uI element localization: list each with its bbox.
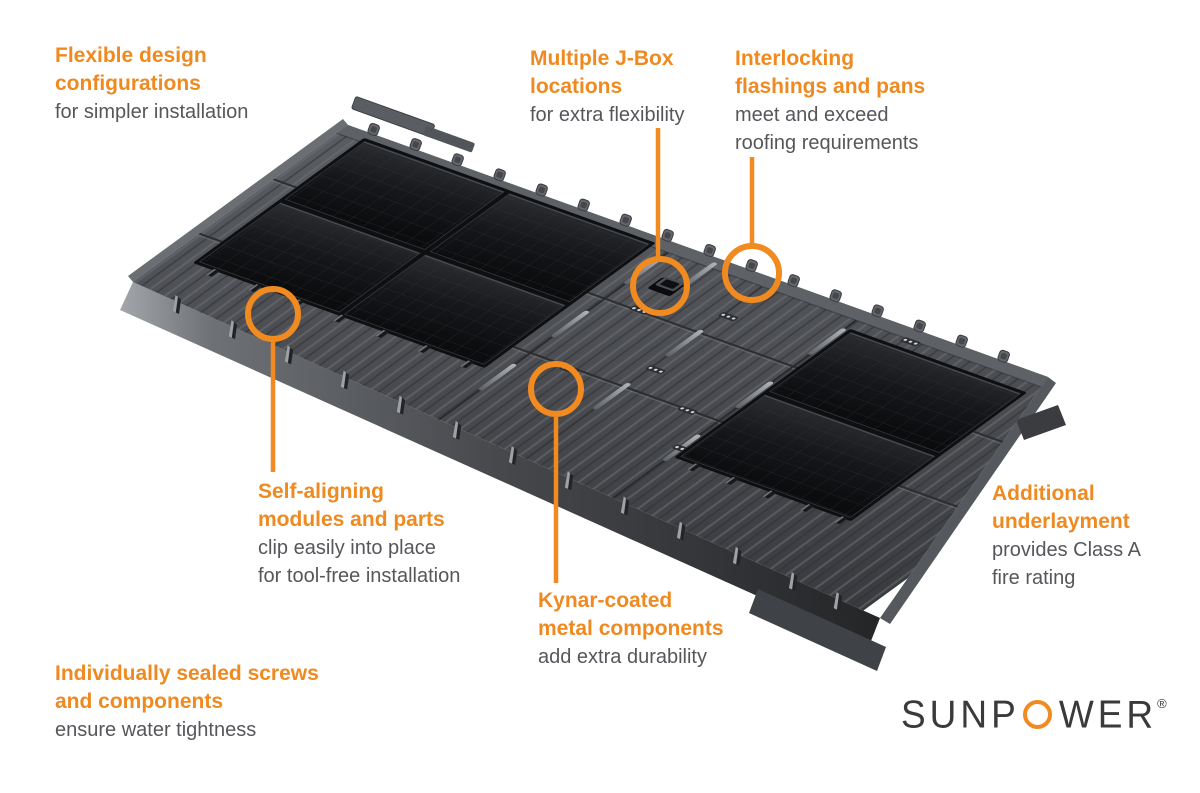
solar-panel: [429, 193, 650, 303]
callout-title-line: configurations: [55, 72, 201, 95]
callout-underlayment: Additional underlayment provides Class A…: [992, 480, 1141, 592]
sunpower-logo: SUNP WER ®: [901, 693, 1167, 736]
callout-kynar: Kynar-coated metal components add extra …: [538, 587, 724, 671]
callout-title-line: locations: [530, 75, 623, 98]
solar-panel: [284, 141, 505, 251]
solar-panel: [198, 202, 421, 313]
callout-subtitle-line: meet and exceed: [735, 104, 889, 126]
callout-flexible-design: Flexible design configurations for simpl…: [55, 42, 248, 126]
fascia: [120, 282, 880, 646]
callout-subtitle-line: fire rating: [992, 567, 1076, 589]
callout-title-line: Multiple J-Box: [530, 47, 674, 70]
callout-circle-interlocking: [722, 243, 782, 303]
callout-subtitle-line: for extra flexibility: [530, 104, 685, 126]
callout-subtitle-line: for simpler installation: [55, 101, 249, 123]
callout-title-line: flashings and pans: [735, 75, 926, 98]
callout-circle-kynar: [528, 361, 584, 417]
callout-subtitle-line: ensure water tightness: [55, 719, 257, 741]
j-box: [648, 277, 684, 296]
callout-title-line: Additional: [992, 482, 1095, 505]
left-panel-array: [193, 138, 655, 369]
callout-title-line: Flexible design: [55, 44, 207, 67]
callout-title-line: Individually sealed screws: [55, 662, 319, 685]
gable-edge-band: [128, 119, 348, 282]
right-step-flap: [1016, 405, 1066, 440]
callout-title-line: modules and parts: [258, 508, 445, 531]
logo-registered-mark: ®: [1157, 696, 1167, 711]
solar-panel: [769, 332, 1021, 454]
callout-circles: [245, 243, 782, 417]
logo-o-ring-icon: [1022, 699, 1052, 729]
solar-panel: [343, 254, 566, 365]
logo-text-suffix: WER: [1058, 693, 1158, 736]
callout-title-line: Interlocking: [735, 47, 855, 70]
callout-title-line: Self-aligning: [258, 480, 384, 503]
ridge-corner-flashing: [351, 96, 475, 153]
callout-title-line: underlayment: [992, 510, 1130, 533]
solar-panel: [680, 394, 936, 518]
right-panel-array: [675, 329, 1027, 525]
callout-circle-jbox: [630, 256, 690, 316]
callout-subtitle-line: clip easily into place: [258, 537, 436, 559]
callout-title-line: Kynar-coated: [538, 589, 673, 612]
callout-subtitle-line: add extra durability: [538, 646, 707, 668]
callout-subtitle-line: provides Class A: [992, 539, 1141, 561]
bottom-flashing-tab: [749, 589, 886, 671]
callout-title-line: metal components: [538, 617, 724, 640]
callout-jbox: Multiple J-Box locations for extra flexi…: [530, 45, 685, 129]
logo-text-prefix: SUNP: [901, 693, 1020, 736]
callout-sealed-screws: Individually sealed screws and component…: [55, 660, 319, 744]
callout-self-aligning: Self-aligning modules and parts clip eas…: [258, 478, 460, 590]
callout-circle-self-aligning: [245, 286, 301, 342]
callout-connectors: [270, 128, 755, 583]
callout-subtitle-line: for tool-free installation: [258, 565, 461, 587]
underlayment-right-band: [880, 377, 1056, 624]
callout-interlocking: Interlocking flashings and pans meet and…: [735, 45, 925, 157]
callout-subtitle-line: roofing requirements: [735, 132, 919, 154]
callout-title-line: and components: [55, 690, 224, 713]
